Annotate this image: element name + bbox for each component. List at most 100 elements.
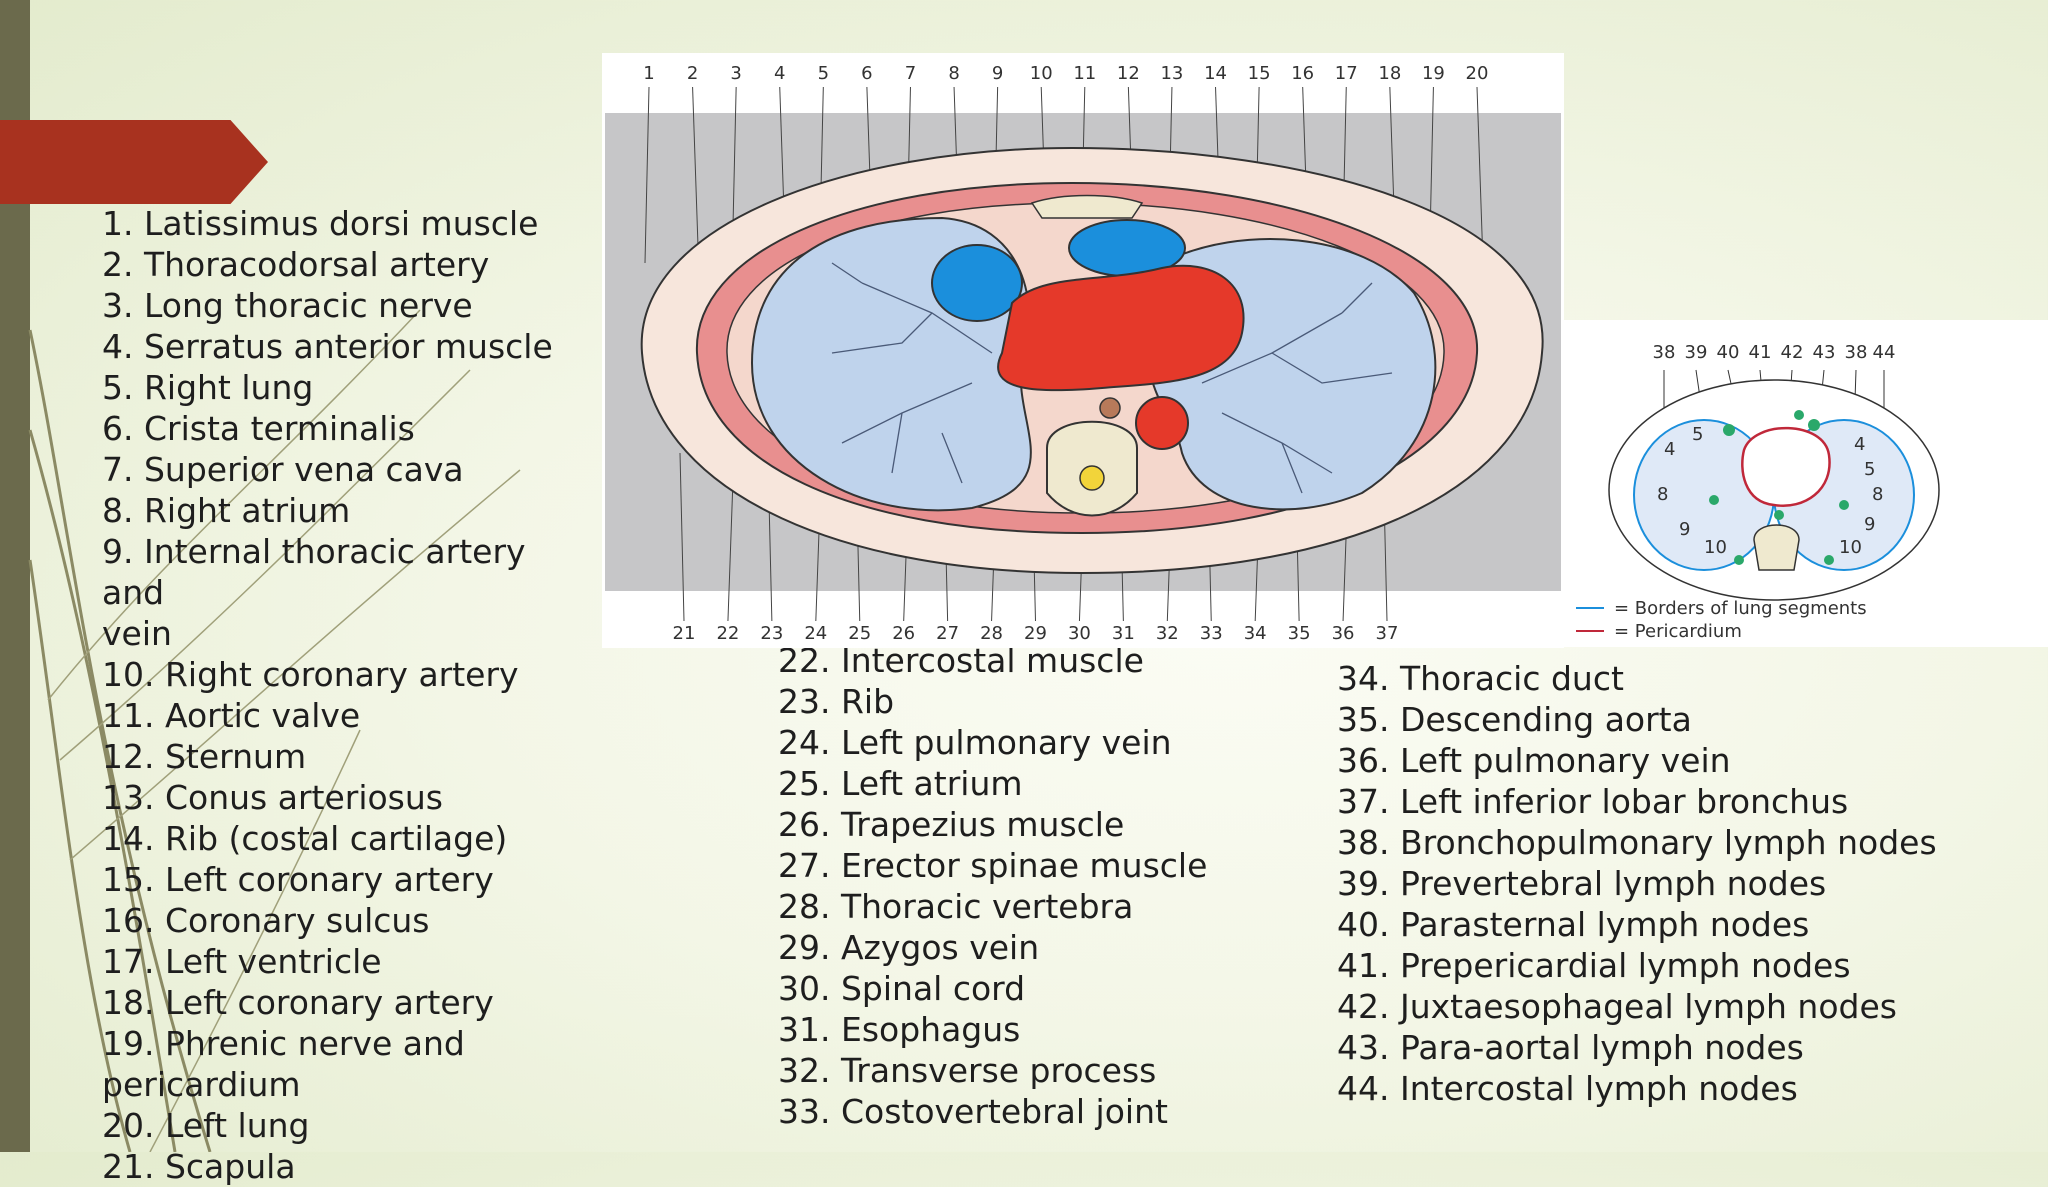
figure-number-label: 3 xyxy=(730,63,741,84)
legend-item: 35. Descending aorta xyxy=(1337,700,1692,739)
legend-item: 12. Sternum xyxy=(102,737,307,776)
figure-number-label: 1 xyxy=(643,63,654,84)
leader-line xyxy=(1476,86,1484,264)
descending-aorta xyxy=(1135,396,1189,450)
side-number-label: 43 xyxy=(1813,342,1836,363)
figure-number-label: 6 xyxy=(861,63,872,84)
legend-item: 19. Phrenic nerve and xyxy=(102,1024,465,1063)
figure-number-label: 27 xyxy=(936,623,959,644)
superior-vena-cava xyxy=(931,244,1023,322)
legend-item: 9. Internal thoracic artery and xyxy=(102,532,526,612)
legend-item: 36. Left pulmonary vein xyxy=(1337,741,1731,780)
legend-item: 44. Intercostal lymph nodes xyxy=(1337,1069,1798,1108)
legend-item: 8. Right atrium xyxy=(102,491,351,530)
legend-item: 43. Para-aortal lymph nodes xyxy=(1337,1028,1804,1067)
figure-number-label: 13 xyxy=(1160,63,1183,84)
side-number-label: 42 xyxy=(1781,342,1804,363)
legend-item: 4. Serratus anterior muscle xyxy=(102,327,553,366)
figure-number-label: 33 xyxy=(1200,623,1223,644)
bronchial-tree-left xyxy=(1201,282,1393,494)
figure-number-label: 16 xyxy=(1291,63,1314,84)
spinal-cord xyxy=(1079,465,1105,491)
figure-number-label: 32 xyxy=(1156,623,1179,644)
figure-number-label: 11 xyxy=(1073,63,1096,84)
figure-number-label: 18 xyxy=(1378,63,1401,84)
side-segment-numbers: 5 4 8 9 10 4 5 8 9 10 xyxy=(1657,424,1883,558)
figure-number-label: 25 xyxy=(848,623,871,644)
figure-number-label: 20 xyxy=(1466,63,1489,84)
legend-item: 20. Left lung xyxy=(102,1106,310,1145)
legend-item: 13. Conus arteriosus xyxy=(102,778,443,817)
legend-item: 23. Rib xyxy=(778,682,895,721)
esophagus xyxy=(1099,397,1121,419)
decorative-lines xyxy=(28,309,521,1152)
legend-item: 40. Parasternal lymph nodes xyxy=(1337,905,1810,944)
side-lymph-nodes xyxy=(1709,410,1849,565)
legend-item: 5. Right lung xyxy=(102,368,314,407)
svg-text:10: 10 xyxy=(1704,537,1727,558)
legend-item: 21. Scapula xyxy=(102,1147,296,1186)
figure-number-label: 15 xyxy=(1248,63,1271,84)
legend-item: 32. Transverse process xyxy=(778,1051,1157,1090)
figure-number-label: 37 xyxy=(1376,623,1399,644)
figure-number-label: 10 xyxy=(1030,63,1053,84)
figure-number-label: 34 xyxy=(1244,623,1267,644)
title-arrow-tab xyxy=(0,120,268,204)
legend-item: 14. Rib (costal cartilage) xyxy=(102,819,508,858)
legend-item: 15. Left coronary artery xyxy=(102,860,494,899)
legend-item: 17. Left ventricle xyxy=(102,942,382,981)
legend-item: 27. Erector spinae muscle xyxy=(778,846,1208,885)
legend-item: 24. Left pulmonary vein xyxy=(778,723,1172,762)
figure-number-label: 8 xyxy=(948,63,959,84)
sternum xyxy=(1030,194,1144,219)
side-vertebra xyxy=(1753,524,1800,571)
legend-pericardium-text: = Pericardium xyxy=(1614,621,1742,642)
legend-item: 29. Azygos vein xyxy=(778,928,1040,967)
figure-number-label: 17 xyxy=(1335,63,1358,84)
leader-line xyxy=(644,86,650,264)
side-number-label: 41 xyxy=(1749,342,1772,363)
legend-item: 31. Esophagus xyxy=(778,1010,1021,1049)
figure-number-label: 30 xyxy=(1068,623,1091,644)
side-number-label: 38 xyxy=(1653,342,1676,363)
legend-item: 2. Thoracodorsal artery xyxy=(102,245,490,284)
svg-text:5: 5 xyxy=(1864,459,1875,480)
legend-item: 34. Thoracic duct xyxy=(1337,659,1624,698)
legend-item: 28. Thoracic vertebra xyxy=(778,887,1134,926)
legend-item: 25. Left atrium xyxy=(778,764,1023,803)
side-number-label: 38 xyxy=(1845,342,1868,363)
figure-number-label: 12 xyxy=(1117,63,1140,84)
legend-item: 33. Costovertebral joint xyxy=(778,1092,1168,1131)
legend-item: 11. Aortic valve xyxy=(102,696,361,735)
figure-number-label: 21 xyxy=(673,623,696,644)
figure-number-label: 31 xyxy=(1112,623,1135,644)
svg-text:8: 8 xyxy=(1872,484,1883,505)
side-number-label: 39 xyxy=(1685,342,1708,363)
figure-number-label: 9 xyxy=(992,63,1003,84)
figure-number-label: 24 xyxy=(804,623,827,644)
figure-number-label: 28 xyxy=(980,623,1003,644)
figure-number-label: 29 xyxy=(1024,623,1047,644)
legend-item: 16. Coronary sulcus xyxy=(102,901,430,940)
bronchial-tree-right xyxy=(831,262,993,484)
legend-item: pericardium xyxy=(102,1065,301,1104)
svg-text:8: 8 xyxy=(1657,484,1668,505)
leader-line xyxy=(679,452,685,622)
legend-item: 10. Right coronary artery xyxy=(102,655,519,694)
legend-item: 1. Latissimus dorsi muscle xyxy=(102,204,539,243)
figure-number-label: 26 xyxy=(892,623,915,644)
legend-item: 3. Long thoracic nerve xyxy=(102,286,473,325)
legend-item: 37. Left inferior lobar bronchus xyxy=(1337,782,1849,821)
figure-number-label: 22 xyxy=(716,623,739,644)
figure-number-label: 7 xyxy=(905,63,916,84)
figure-number-label: 5 xyxy=(818,63,829,84)
legend-item: 39. Prevertebral lymph nodes xyxy=(1337,864,1827,903)
legend-item: 7. Superior vena cava xyxy=(102,450,464,489)
svg-text:10: 10 xyxy=(1839,537,1862,558)
